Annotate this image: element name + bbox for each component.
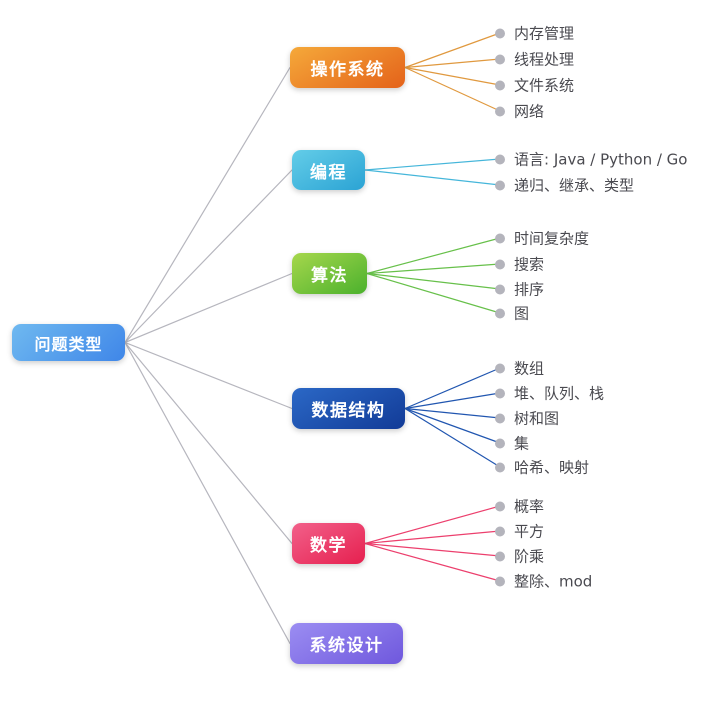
bullet-icon: [495, 462, 505, 472]
bullet-icon: [495, 180, 505, 190]
leaf-item[interactable]: 递归、继承、类型: [495, 175, 634, 196]
bullet-icon: [495, 308, 505, 318]
leaf-item[interactable]: 哈希、映射: [495, 457, 589, 478]
leaf-label: 集: [514, 434, 530, 453]
connector-line: [124, 341, 293, 545]
bullet-icon: [495, 284, 505, 294]
leaf-label: 时间复杂度: [514, 229, 590, 248]
connector-line: [124, 169, 293, 344]
leaf-label: 文件系统: [514, 76, 575, 95]
leaf-label: 图: [514, 304, 530, 323]
leaf-label: 语言: Java / Python / Go: [514, 150, 688, 169]
connector-line: [404, 32, 501, 69]
bullet-icon: [495, 438, 505, 448]
bullet-icon: [495, 363, 505, 373]
connector-line: [124, 272, 293, 344]
leaf-item[interactable]: 图: [495, 303, 529, 324]
branch-node-algorithms[interactable]: 算法: [292, 253, 367, 294]
leaf-item[interactable]: 集: [495, 433, 529, 454]
bullet-icon: [495, 54, 505, 64]
bullet-icon: [495, 413, 505, 423]
branch-node-math[interactable]: 数学: [292, 523, 365, 564]
branch-node-programming[interactable]: 编程: [292, 150, 365, 190]
connector-line: [124, 341, 293, 410]
leaf-label: 平方: [514, 522, 545, 541]
bullet-icon: [495, 388, 505, 398]
leaf-item[interactable]: 网络: [495, 101, 544, 122]
connector-line: [404, 392, 501, 410]
bullet-icon: [495, 80, 505, 90]
leaf-label: 内存管理: [514, 24, 575, 43]
bullet-icon: [495, 154, 505, 164]
bullet-icon: [495, 106, 505, 116]
leaf-item[interactable]: 数组: [495, 358, 544, 379]
branch-node-system-design[interactable]: 系统设计: [290, 623, 403, 664]
bullet-icon: [495, 526, 505, 536]
leaf-label: 哈希、映射: [514, 458, 590, 477]
connector-line: [364, 542, 501, 582]
connector-line: [364, 158, 501, 171]
leaf-item[interactable]: 阶乘: [495, 546, 544, 567]
leaf-item[interactable]: 整除、mod: [495, 571, 592, 592]
leaf-label: 堆、队列、栈: [514, 384, 605, 403]
leaf-item[interactable]: 语言: Java / Python / Go: [495, 149, 687, 170]
connector-line: [404, 66, 501, 86]
leaf-item[interactable]: 树和图: [495, 408, 559, 429]
leaf-item[interactable]: 文件系统: [495, 75, 574, 96]
connector-line: [124, 66, 291, 344]
bullet-icon: [495, 576, 505, 586]
bullet-icon: [495, 28, 505, 38]
connector-line: [366, 272, 501, 314]
leaf-item[interactable]: 线程处理: [495, 49, 574, 70]
leaf-label: 整除、mod: [514, 572, 593, 591]
connector-line: [404, 407, 501, 444]
bullet-icon: [495, 233, 505, 243]
connector-line: [404, 66, 501, 112]
leaf-item[interactable]: 平方: [495, 521, 544, 542]
connector-line: [124, 341, 291, 645]
leaf-label: 递归、继承、类型: [514, 176, 635, 195]
leaf-item[interactable]: 概率: [495, 496, 544, 517]
leaf-label: 树和图: [514, 409, 560, 428]
connector-line: [364, 505, 501, 545]
connector-line: [404, 407, 501, 468]
connector-line: [364, 530, 501, 545]
connector-line: [366, 272, 501, 290]
connector-line: [366, 263, 501, 275]
leaf-item[interactable]: 排序: [495, 279, 544, 300]
leaf-item[interactable]: 堆、队列、栈: [495, 383, 604, 404]
leaf-item[interactable]: 时间复杂度: [495, 228, 589, 249]
branch-node-os[interactable]: 操作系统: [290, 47, 405, 88]
connector-line: [404, 407, 501, 419]
leaf-label: 网络: [514, 102, 545, 121]
bullet-icon: [495, 501, 505, 511]
branch-node-data-structures[interactable]: 数据结构: [292, 388, 405, 429]
root-node[interactable]: 问题类型: [12, 324, 125, 361]
leaf-label: 线程处理: [514, 50, 575, 69]
leaf-label: 排序: [514, 280, 545, 299]
leaf-label: 数组: [514, 359, 545, 378]
leaf-item[interactable]: 搜索: [495, 254, 544, 275]
bullet-icon: [495, 259, 505, 269]
leaf-item[interactable]: 内存管理: [495, 23, 574, 44]
connector-line: [364, 169, 501, 186]
connector-line: [404, 58, 501, 69]
leaf-label: 搜索: [514, 255, 545, 274]
connector-line: [404, 367, 501, 410]
connector-line: [366, 237, 501, 275]
bullet-icon: [495, 551, 505, 561]
leaf-label: 概率: [514, 497, 545, 516]
leaf-label: 阶乘: [514, 547, 545, 566]
connector-line: [364, 542, 501, 557]
